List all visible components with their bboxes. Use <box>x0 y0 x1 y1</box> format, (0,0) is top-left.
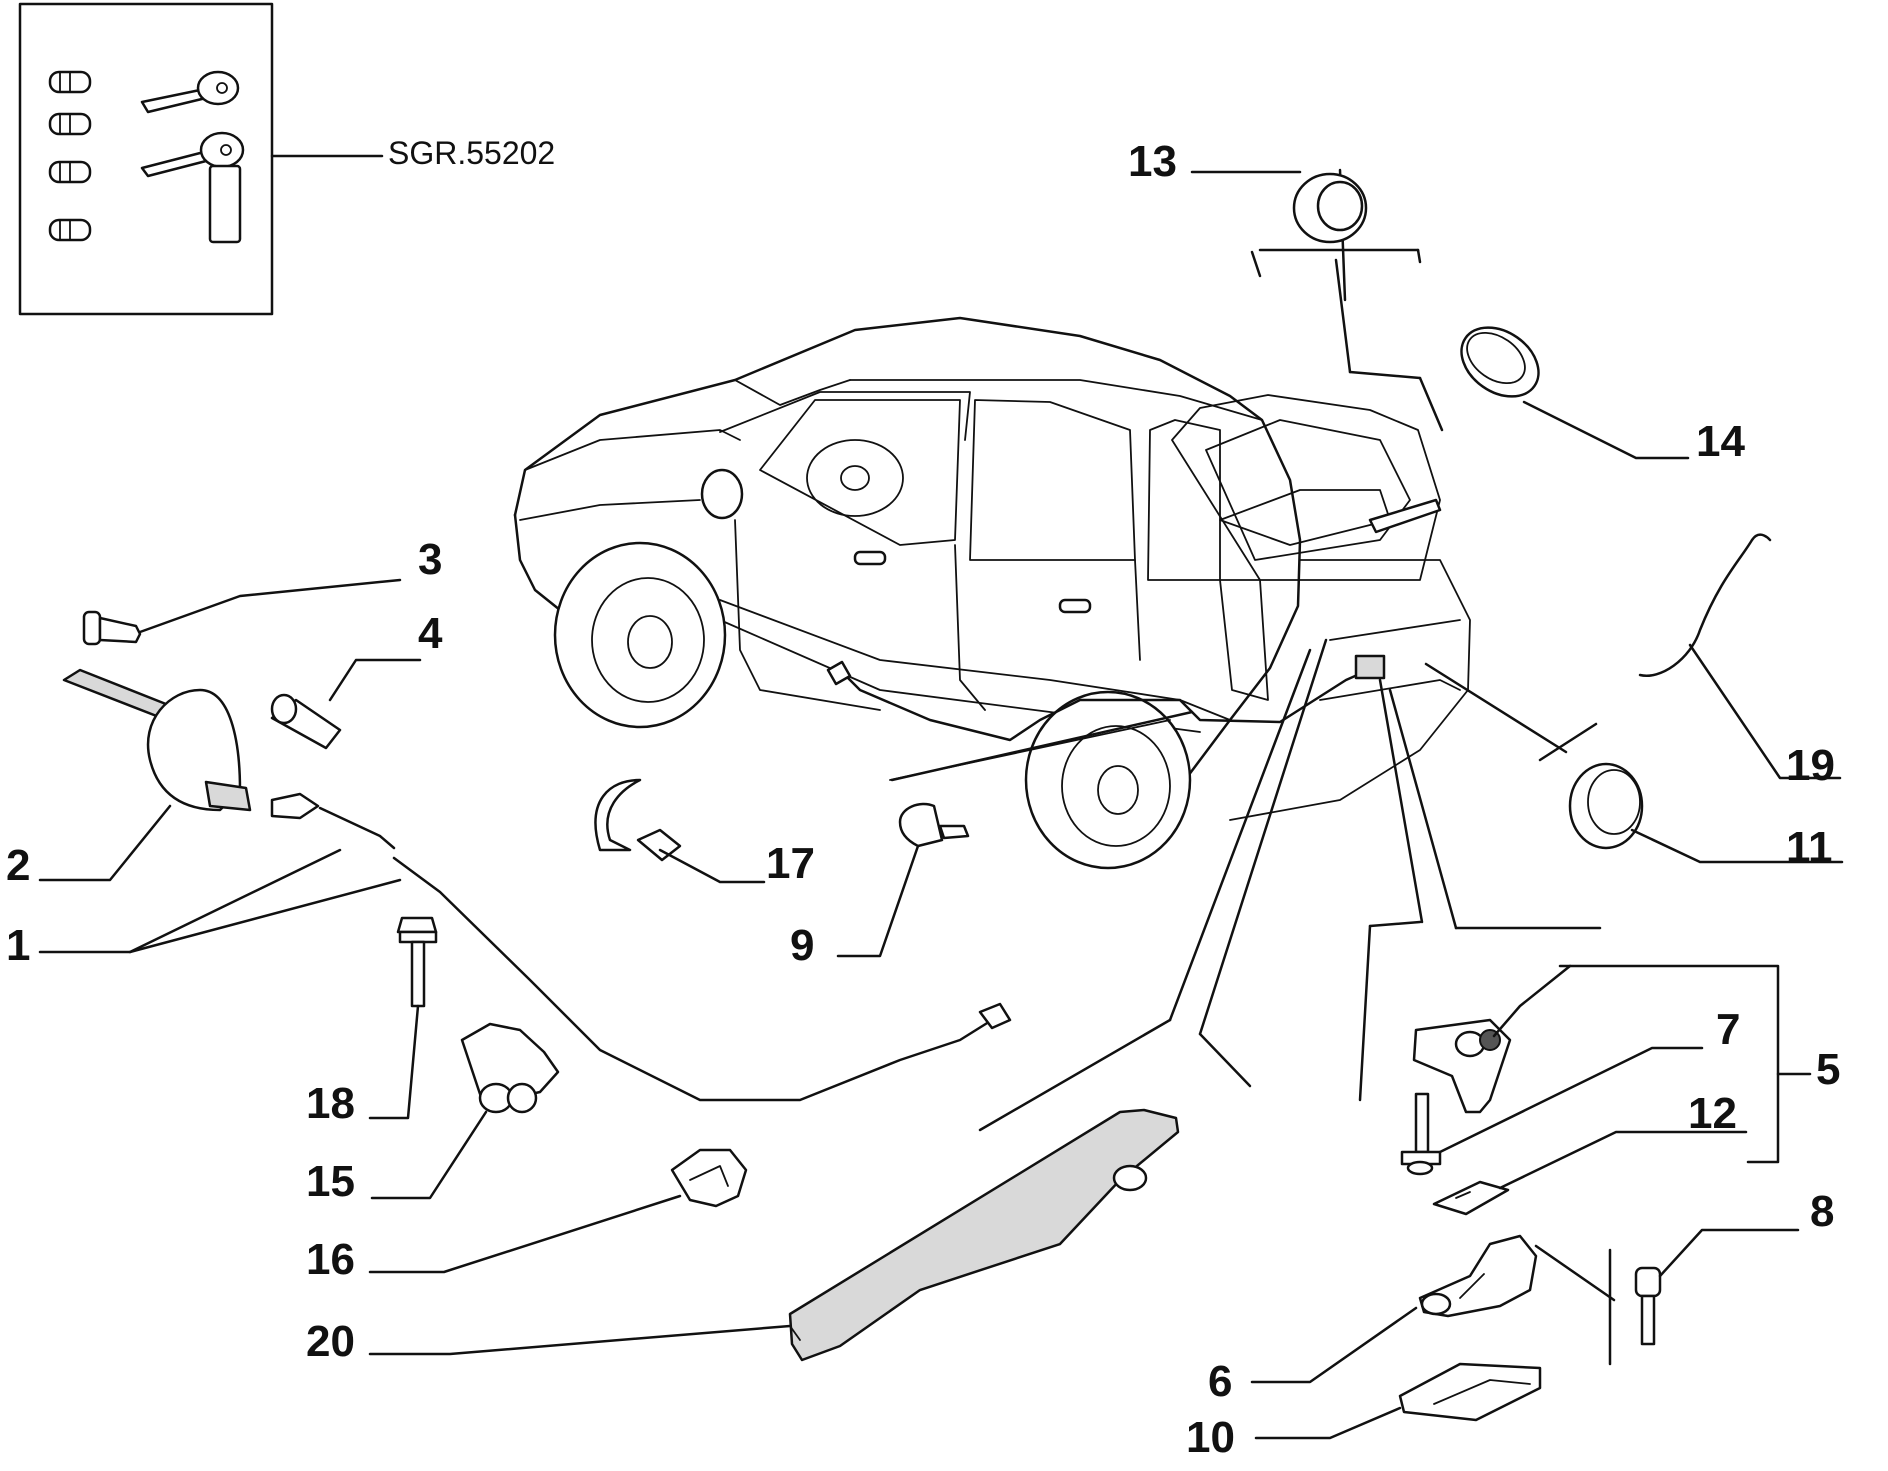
callout-1: 1 <box>6 921 30 970</box>
part-15-bracket <box>370 1022 560 1200</box>
key-icon <box>140 70 240 114</box>
callout-20: 20 <box>306 1317 355 1366</box>
car-body-illustration <box>513 316 1471 870</box>
callout-19: 19 <box>1786 741 1835 790</box>
part-7-bolt <box>1400 1046 1704 1176</box>
callout-7: 7 <box>1716 1005 1740 1054</box>
part-14-oval-plug <box>1460 326 1690 460</box>
key-with-tag-icon <box>140 131 245 244</box>
part-20-rear-trim <box>368 1108 1180 1362</box>
part-8-bolt <box>1634 1228 1800 1346</box>
kit-reference-label: SGR.55202 <box>388 135 555 171</box>
callout-16: 16 <box>306 1235 355 1284</box>
part-17-clip <box>594 778 766 884</box>
callout-5: 5 <box>1816 1045 1840 1094</box>
part-16-retainer <box>368 1148 748 1274</box>
part-11-round-grommet <box>1568 762 1844 864</box>
part-9-bump-stop <box>836 802 970 958</box>
part-5-lock-latch <box>1412 964 1572 1114</box>
callout-6: 6 <box>1208 1357 1232 1406</box>
callout-4: 4 <box>418 609 443 658</box>
callout-12: 12 <box>1688 1089 1737 1138</box>
part-1-lock-cable <box>38 792 1012 1102</box>
part-18-bolt <box>368 916 438 1120</box>
part-5-group-bracket <box>1558 964 1812 1164</box>
part-4-bushing <box>270 658 422 750</box>
callout-10: 10 <box>1186 1413 1235 1462</box>
part-3-screw <box>82 578 402 646</box>
lock-cylinder-icon <box>48 70 92 242</box>
callout-labels: 1 2 3 4 5 6 7 8 9 10 11 12 13 14 15 16 1… <box>6 137 1840 1462</box>
car-leader-lines <box>889 168 1602 1132</box>
callout-3: 3 <box>418 535 442 584</box>
callout-8: 8 <box>1810 1187 1834 1236</box>
part-10-cover-tray <box>1254 1362 1542 1440</box>
callout-11: 11 <box>1786 823 1833 872</box>
callout-17: 17 <box>766 839 815 888</box>
lock-kit-inset: SGR.55202 <box>18 2 555 316</box>
part-13-grommet <box>1190 170 1368 244</box>
callout-14: 14 <box>1696 417 1745 466</box>
part-12-shim <box>1432 1130 1748 1216</box>
part-6-striker <box>1250 1234 1616 1384</box>
part-2-handle-housing <box>38 668 252 882</box>
part-19-seal-strip <box>1638 533 1842 780</box>
callout-18: 18 <box>306 1079 355 1128</box>
callout-9: 9 <box>790 921 814 970</box>
callout-13: 13 <box>1128 137 1177 186</box>
callout-15: 15 <box>306 1157 355 1206</box>
callout-2: 2 <box>6 841 30 890</box>
